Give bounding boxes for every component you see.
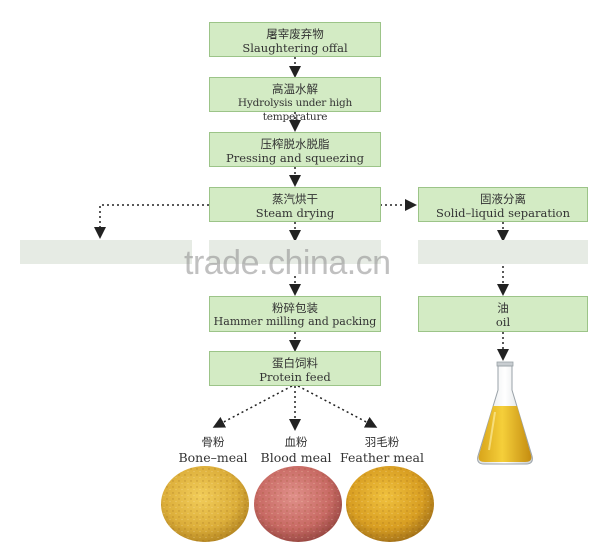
- step-protein-feed: 蛋白饲料 Protein feed: [209, 351, 381, 386]
- product-cn: 羽毛粉: [334, 434, 430, 450]
- grey-band-left: [20, 240, 192, 264]
- step-en: Solid–liquid separation: [419, 206, 587, 220]
- step-cn: 粉碎包装: [210, 301, 380, 315]
- arrow-left-branch: [100, 205, 209, 233]
- step-cn: 压榨脱水脱脂: [210, 137, 380, 151]
- step-en: Steam drying: [210, 206, 380, 220]
- product-cn: 血粉: [250, 434, 342, 450]
- step-cn: 固液分离: [419, 192, 587, 206]
- arrow-to-feather: [298, 386, 372, 425]
- step-pressing: 压榨脱水脱脂 Pressing and squeezing: [209, 132, 381, 167]
- step-en: Hydrolysis under high temperature: [210, 96, 380, 124]
- step-en: Hammer milling and packing: [210, 315, 380, 329]
- step-cn: 油: [419, 301, 587, 315]
- grey-band-right: [418, 240, 588, 264]
- step-hydrolysis: 高温水解 Hydrolysis under high temperature: [209, 77, 381, 112]
- product-powders: [160, 462, 440, 546]
- step-cn: 屠宰废弃物: [210, 27, 380, 41]
- product-cn: 骨粉: [168, 434, 258, 450]
- step-cn: 蛋白饲料: [210, 356, 380, 370]
- step-en: Slaughtering offal: [210, 41, 380, 55]
- step-cn: 高温水解: [210, 82, 380, 96]
- step-solid-liquid-separation: 固液分离 Solid–liquid separation: [418, 187, 588, 222]
- feather-meal-powder: [346, 466, 434, 542]
- step-hammer-milling: 粉碎包装 Hammer milling and packing: [209, 296, 381, 332]
- step-oil: 油 oil: [418, 296, 588, 332]
- step-en: Pressing and squeezing: [210, 151, 380, 165]
- bone-meal-powder: [161, 466, 249, 542]
- step-steam-drying: 蒸汽烘干 Steam drying: [209, 187, 381, 222]
- watermark: trade.china.cn: [184, 244, 391, 283]
- blood-meal-powder: [254, 466, 342, 542]
- step-cn: 蒸汽烘干: [210, 192, 380, 206]
- oil-flask-icon: [470, 360, 540, 470]
- step-slaughtering-offal: 屠宰废弃物 Slaughtering offal: [209, 22, 381, 57]
- step-en: oil: [419, 315, 587, 329]
- step-en: Protein feed: [210, 370, 380, 384]
- arrow-to-bone: [218, 386, 292, 425]
